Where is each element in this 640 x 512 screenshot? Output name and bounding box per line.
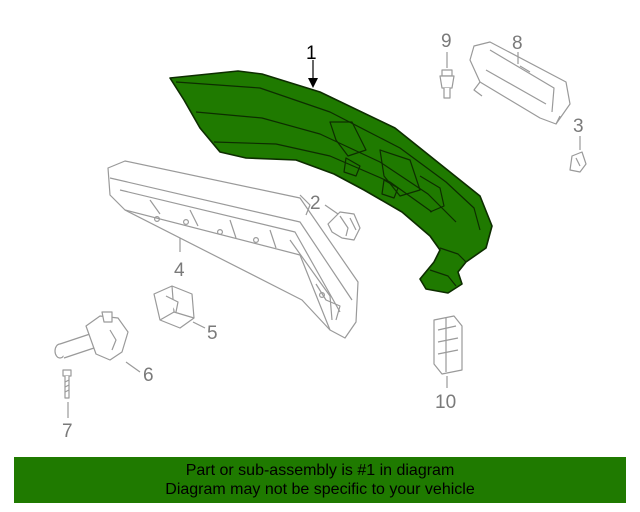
part-7-bolt[interactable] [62,369,72,399]
banner-line-2: Diagram may not be specific to your vehi… [165,481,475,498]
part-6-tow-bracket[interactable] [54,311,129,361]
callout-7: 7 [62,421,73,442]
callout-9: 9 [441,31,452,52]
callout-6-leader [125,361,141,373]
callout-8: 8 [512,33,523,54]
part-5-mount-bracket[interactable] [153,285,195,329]
callout-2-leader [324,204,339,215]
part-10-reflector[interactable] [433,315,463,375]
part-8-license-plate-bracket[interactable] [469,41,571,125]
part-2-bracket[interactable] [327,211,361,241]
part-3-clip[interactable] [569,151,587,173]
callout-2: 2 [310,193,321,214]
callout-1: 1 [306,43,317,64]
callout-5-leader [192,321,206,329]
callout-1-arrowhead [308,78,318,88]
callout-4: 4 [174,260,185,281]
part-9-screw[interactable] [439,69,455,99]
banner-line-1: Part or sub-assembly is #1 in diagram [185,462,455,479]
callout-3: 3 [573,116,584,137]
banner-background [14,457,626,503]
callout-5: 5 [207,323,218,344]
exploded-parts-diagram: 1 2 3 4 5 6 7 8 9 10 [54,31,587,442]
fitment-notice-banner: Part or sub-assembly is #1 in diagram Di… [14,457,626,503]
part-4-reinforcement-beam[interactable] [107,160,359,339]
callout-6: 6 [143,365,154,386]
callout-10: 10 [435,392,456,413]
part-1-bumper-cover[interactable] [169,70,493,294]
